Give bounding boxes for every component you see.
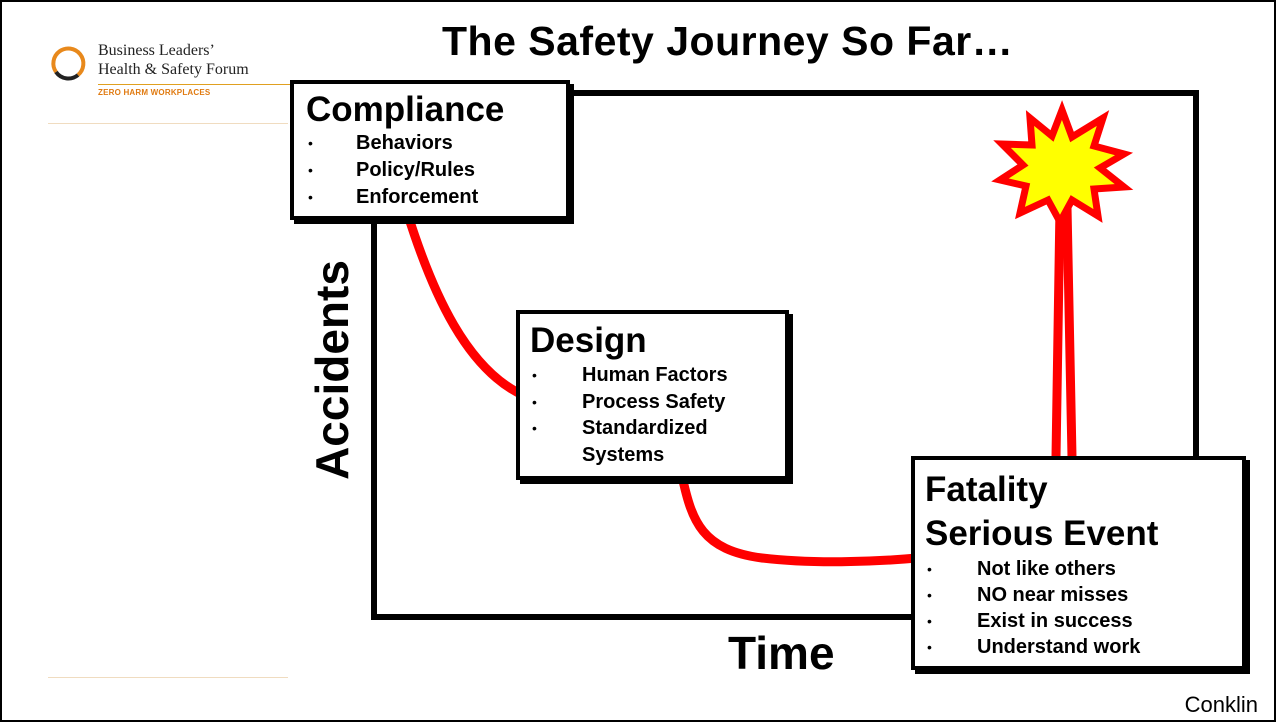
list-item-text: Standardized — [582, 417, 708, 439]
curve-design-to-fatality — [677, 471, 922, 567]
logo-tagline: ZERO HARM WORKPLACES — [98, 88, 211, 97]
fatality-list: • Not like others • NO near misses • Exist … — [925, 556, 1242, 660]
bullet: • — [308, 162, 313, 178]
list-item-text: Understand work — [977, 636, 1141, 658]
list-item-text: Policy/Rules — [356, 159, 475, 181]
list-item: • Standardized — [530, 415, 785, 442]
spike-left-line — [1051, 202, 1065, 462]
design-heading: Design — [530, 321, 647, 360]
list-item-text: Process Safety — [582, 390, 726, 413]
list-item: • Not like others — [925, 556, 1242, 582]
fatality-heading-line2: Serious Event — [925, 514, 1159, 553]
bullet: • — [532, 420, 537, 436]
bullet: • — [532, 393, 537, 410]
bullet: • — [927, 561, 932, 577]
bullet: • — [308, 189, 313, 205]
slide-title: The Safety Journey So Far… — [442, 18, 1014, 64]
list-item-text: Enforcement — [356, 186, 479, 208]
design-box: Design • Human Factors • Process Safety • S… — [516, 310, 789, 480]
compliance-box: Compliance • Behaviors • Policy/Rules • Enf… — [290, 80, 570, 220]
design-list: • Human Factors • Process Safety • Standard… — [530, 362, 785, 468]
list-item: • NO near misses — [925, 582, 1242, 608]
list-item-text: Human Factors — [582, 364, 728, 386]
compliance-heading: Compliance — [306, 90, 505, 129]
list-item: • Enforcement — [306, 184, 566, 211]
logo-name-line1: Business Leaders’ — [98, 42, 215, 59]
list-item: • Process Safety — [530, 389, 785, 416]
bullet: • — [532, 367, 537, 383]
fatality-heading-line1: Fatality — [925, 470, 1048, 509]
spike-right-line — [1062, 202, 1077, 462]
list-item-text: Behaviors — [356, 132, 453, 154]
list-item-text: NO near misses — [977, 584, 1129, 606]
bullet: • — [308, 135, 313, 151]
bullet: • — [927, 639, 932, 655]
list-item: • Exist in success — [925, 608, 1242, 634]
list-item-text: Not like others — [977, 558, 1116, 580]
sidebar-divider-top — [48, 123, 288, 124]
list-item-text: Exist in success — [977, 610, 1133, 632]
logo-ring-icon — [51, 46, 86, 81]
logo-name-line2: Health & Safety Forum — [98, 61, 249, 78]
list-item-text: Systems — [582, 443, 665, 466]
logo-divider — [98, 84, 306, 85]
bullet: • — [927, 613, 932, 629]
x-axis-label: Time — [728, 627, 835, 679]
list-item: • Understand work — [925, 634, 1242, 660]
compliance-list: • Behaviors • Policy/Rules • Enforcement — [306, 130, 566, 211]
list-item: • Policy/Rules — [306, 157, 566, 184]
list-item: • Behaviors — [306, 130, 566, 157]
sidebar-divider-bottom — [48, 677, 288, 678]
axes-frame — [371, 90, 1199, 620]
bullet: • — [927, 587, 932, 603]
curve-compliance-to-design — [402, 207, 532, 402]
logo: Business Leaders’ Health & Safety Forum … — [48, 40, 306, 104]
credit-label: Conklin — [1184, 692, 1258, 717]
explosion-burst-icon — [991, 100, 1134, 230]
list-item: • Human Factors — [530, 362, 785, 389]
list-item: Systems — [530, 442, 785, 469]
fatality-box: Fatality Serious Event • Not like others … — [911, 456, 1246, 670]
